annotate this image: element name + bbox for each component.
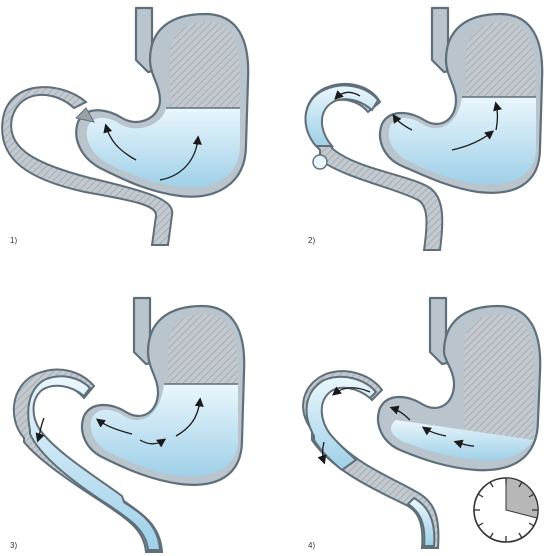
panel-label: 3)	[10, 541, 17, 550]
stomach-air	[168, 314, 238, 384]
stomach-air	[170, 22, 240, 108]
panel-label: 2)	[308, 236, 315, 245]
clock-icon	[474, 478, 538, 542]
panel-4: 4)	[303, 298, 540, 550]
duodenal-bolus	[313, 155, 327, 169]
gastric-fluid	[87, 108, 240, 187]
panel-3: 3)	[10, 298, 244, 552]
stomach-air	[466, 22, 536, 97]
gastric-fluid	[389, 97, 536, 184]
stomach-air	[464, 314, 534, 440]
panel-label: 1)	[10, 236, 17, 245]
panel-1: 1)	[2, 8, 248, 245]
panel-2: 2)	[306, 8, 543, 250]
panel-label: 4)	[308, 541, 315, 550]
